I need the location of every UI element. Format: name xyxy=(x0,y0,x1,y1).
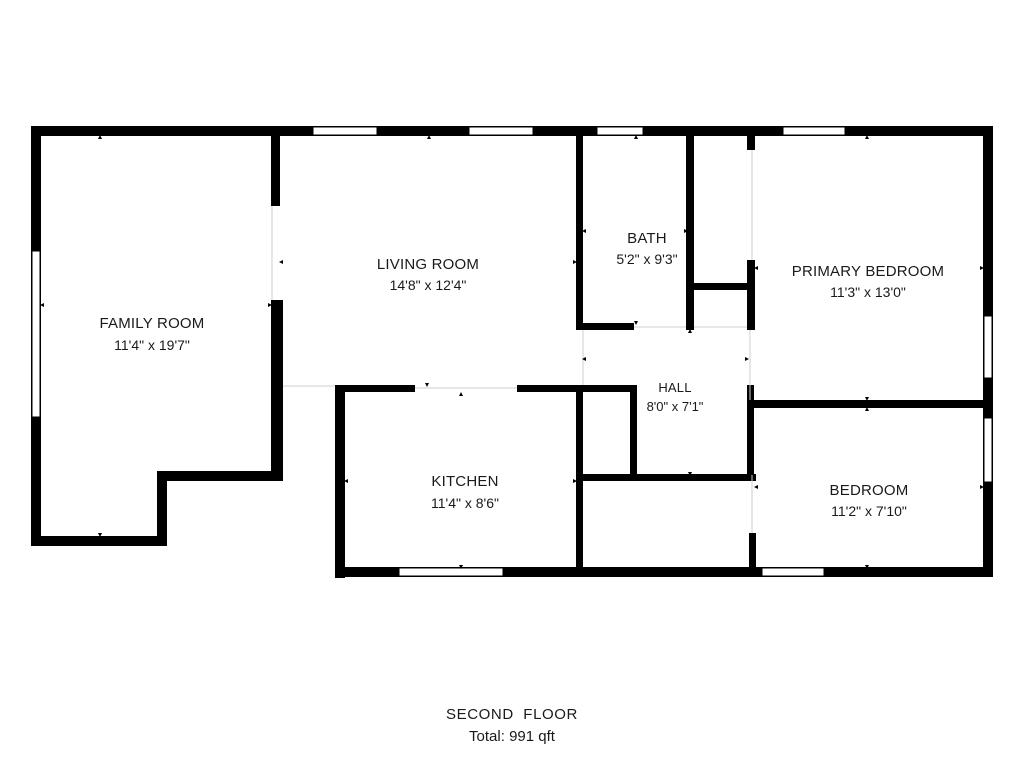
kitchen-name: KITCHEN xyxy=(431,473,498,490)
hall-name: HALL xyxy=(658,380,691,395)
wall-closet-top xyxy=(686,283,750,290)
window xyxy=(761,567,825,577)
wall-bath-left xyxy=(576,126,583,330)
window xyxy=(312,126,378,136)
marker xyxy=(688,329,692,333)
window xyxy=(31,250,41,418)
window xyxy=(782,126,846,136)
living-room-dims: 14'8" x 12'4" xyxy=(390,277,467,293)
wall-closet-lower-right xyxy=(749,533,756,577)
marker xyxy=(268,303,272,307)
hall-dims: 8'0" x 7'1" xyxy=(647,399,704,414)
window xyxy=(398,567,504,577)
marker xyxy=(754,266,758,270)
family-room-dims: 11'4" x 19'7" xyxy=(114,337,190,353)
wall-family-step-h xyxy=(157,471,283,481)
wall-hall-bottom xyxy=(576,474,756,481)
wall-family-living-lower xyxy=(271,300,283,481)
wall-hall-pantry xyxy=(630,385,637,475)
bath-dims: 5'2" x 9'3" xyxy=(616,251,677,267)
wall-family-bottom xyxy=(31,536,167,546)
window xyxy=(468,126,534,136)
wall-closet-right-b xyxy=(747,260,755,330)
marker xyxy=(745,357,749,361)
openings xyxy=(271,150,753,533)
bedroom-dims: 11'2" x 7'10" xyxy=(831,503,907,519)
marker xyxy=(459,565,463,569)
marker xyxy=(634,321,638,325)
marker xyxy=(980,485,984,489)
wall-kitchen-left xyxy=(335,385,345,578)
bedroom-name: BEDROOM xyxy=(830,482,909,499)
measure-markers xyxy=(40,135,984,569)
marker xyxy=(754,485,758,489)
marker xyxy=(427,135,431,139)
marker xyxy=(684,229,688,233)
wall-kitchen-top-a xyxy=(335,385,415,392)
marker xyxy=(344,479,348,483)
wall-bath-right xyxy=(686,126,694,330)
marker xyxy=(865,407,869,411)
kitchen-dims: 11'4" x 8'6" xyxy=(431,495,499,511)
marker xyxy=(582,229,586,233)
floor-total-area: Total: 991 qft xyxy=(469,728,555,745)
wall-bottom xyxy=(335,567,993,577)
bath-name: BATH xyxy=(627,230,667,247)
marker xyxy=(865,565,869,569)
marker xyxy=(573,479,577,483)
wall-family-living xyxy=(271,126,280,206)
marker xyxy=(688,472,692,476)
marker xyxy=(980,266,984,270)
wall-primary-bedroom xyxy=(749,400,993,408)
window xyxy=(596,126,644,136)
room-labels: FAMILY ROOM 11'4" x 19'7" LIVING ROOM 14… xyxy=(100,230,945,519)
primary-bedroom-dims: 11'3" x 13'0" xyxy=(830,284,906,300)
windows xyxy=(31,126,993,577)
marker xyxy=(865,397,869,401)
window xyxy=(983,417,993,483)
marker xyxy=(279,260,283,264)
marker xyxy=(634,135,638,139)
marker xyxy=(40,303,44,307)
wall-bath-bottom xyxy=(576,323,634,330)
marker xyxy=(425,383,429,387)
wall-closet-right-a xyxy=(747,126,755,150)
marker xyxy=(98,533,102,537)
marker xyxy=(865,135,869,139)
window xyxy=(983,315,993,379)
family-room-name: FAMILY ROOM xyxy=(100,315,205,332)
floor-title: SECOND FLOOR xyxy=(446,706,578,723)
marker xyxy=(573,260,577,264)
wall-hall-right xyxy=(747,385,754,475)
wall-family-step-v xyxy=(157,471,167,546)
marker xyxy=(582,357,586,361)
primary-bedroom-name: PRIMARY BEDROOM xyxy=(792,263,944,280)
living-room-name: LIVING ROOM xyxy=(377,256,479,273)
marker xyxy=(98,135,102,139)
marker xyxy=(459,392,463,396)
